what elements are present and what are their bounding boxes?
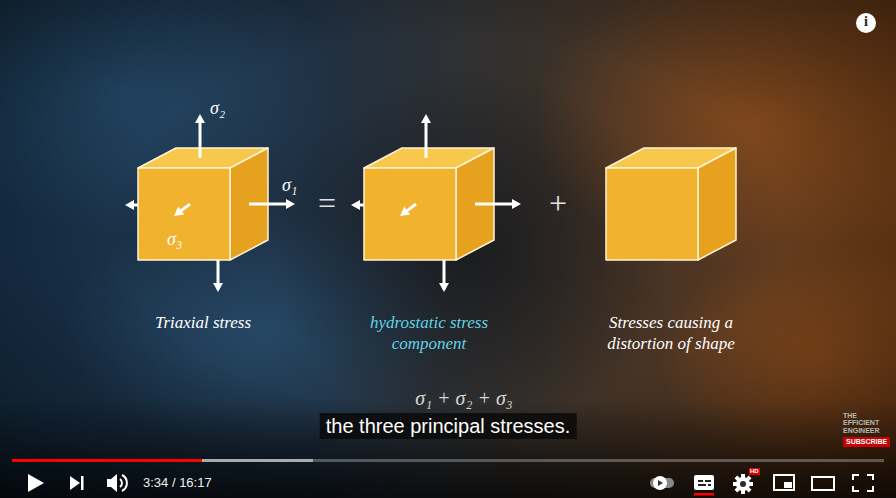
stress-arrow [443, 260, 446, 283]
progress-track [12, 459, 884, 462]
stress-cube: hydrostatic stress component [309, 108, 549, 358]
volume-icon [107, 474, 117, 492]
player-shade [0, 400, 896, 498]
stress-arrow [360, 204, 364, 207]
volume-icon [122, 475, 127, 491]
info-icon-letter: i [864, 14, 868, 30]
equals-sign: = [318, 184, 336, 222]
cube-side-face [698, 148, 736, 260]
channel-logo: THE EFFICIENT ENGINEER [843, 412, 889, 434]
plus-sign: + [549, 184, 567, 222]
stress-symbol: σ₃ [167, 229, 182, 251]
equation: σ₁ + σ₂ + σ₃ [415, 386, 512, 410]
stress-arrow-head [512, 199, 521, 209]
gear-tooth [735, 476, 752, 493]
volume-icon [120, 479, 122, 487]
gear-body [736, 477, 750, 491]
stress-arrow-head [400, 207, 410, 216]
theater-icon [812, 477, 834, 490]
gear-hole [740, 481, 746, 487]
miniplayer-icon [774, 475, 794, 490]
stress-cube: Triaxial stress [83, 108, 323, 337]
stress-arrow [425, 123, 428, 158]
stress-cube: Stresses causing a distortion of shape [551, 108, 791, 358]
stress-arrow-head [125, 200, 134, 210]
stress-arrow [134, 204, 138, 207]
cube-figure [551, 108, 791, 300]
cube-figure [309, 108, 549, 300]
cube [606, 148, 736, 260]
cube-caption: Triaxial stress [93, 312, 313, 333]
stress-arrow [181, 204, 190, 211]
cube-front-face [138, 168, 230, 260]
play-icon [28, 474, 44, 492]
captions-icon [698, 480, 703, 482]
next-icon [70, 476, 80, 490]
captions-icon [705, 480, 711, 482]
stress-arrow [475, 203, 512, 206]
stress-arrow-head [195, 114, 205, 123]
subtitle: the three principal stresses. [320, 413, 577, 439]
cube-caption: hydrostatic stress component [344, 312, 514, 354]
stress-arrow-head [174, 207, 184, 216]
cube-front-face [364, 168, 456, 260]
stress-arrow-head [439, 283, 449, 292]
captions-icon [708, 484, 711, 486]
subscribe-button: SUBSCRIBE [843, 437, 890, 447]
gear-tooth [735, 476, 752, 493]
fullscreen-icon [853, 475, 873, 491]
cube [125, 114, 295, 292]
settings-icon [733, 474, 753, 494]
autoplay-toggle [658, 480, 663, 486]
captions-icon [698, 484, 706, 486]
captions-icon [694, 475, 714, 490]
cube [351, 114, 521, 292]
progress-buffered [12, 459, 313, 462]
stress-arrow [199, 123, 202, 158]
time-display: 3:34 / 16:17 [143, 475, 212, 491]
stress-symbol: σ₂ [210, 98, 225, 120]
stress-arrow-head [286, 199, 295, 209]
progress-played [12, 459, 202, 462]
stress-arrow-head [213, 283, 223, 292]
info-icon [856, 13, 876, 33]
hd-badge: HD [749, 468, 760, 475]
stress-arrow [407, 204, 416, 211]
cube-front-face [606, 168, 698, 260]
stress-arrow-head [421, 114, 431, 123]
stress-arrow [249, 203, 286, 206]
stress-arrow [217, 260, 220, 283]
cube-caption: Stresses causing a distortion of shape [586, 312, 756, 354]
next-icon [81, 476, 84, 490]
miniplayer-icon [784, 482, 792, 488]
stress-arrow-head [351, 200, 360, 210]
autoplay-toggle [653, 476, 667, 490]
captions-active-bar [694, 493, 714, 496]
cube-figure [83, 108, 323, 300]
stress-symbol: σ₁ [282, 175, 297, 197]
